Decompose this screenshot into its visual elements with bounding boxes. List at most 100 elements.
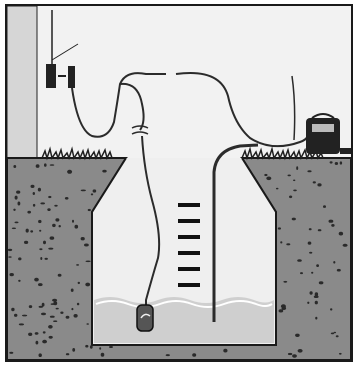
soil-speckle [85, 282, 91, 287]
soil-speckle [49, 236, 55, 240]
soil-speckle [48, 325, 53, 329]
soil-speckle [30, 230, 34, 233]
soil-speckle [18, 257, 22, 261]
soil-speckle [307, 301, 310, 304]
soil-speckle [35, 340, 39, 345]
soil-speckle [72, 348, 76, 352]
soil-speckle [74, 224, 79, 229]
soil-speckle [84, 243, 89, 247]
soil-speckle [41, 312, 46, 316]
soil-speckle [312, 181, 316, 184]
soil-speckle [39, 248, 43, 251]
soil-speckle [87, 208, 91, 212]
soil-speckle [316, 264, 319, 267]
soil-speckle [314, 292, 319, 297]
depth-scale-mark [178, 235, 200, 239]
sensor-cable-into-well [141, 135, 161, 306]
soil-speckle [13, 165, 17, 168]
soil-speckle [48, 247, 54, 250]
soil-speckle [80, 237, 85, 241]
soil-speckle [315, 316, 318, 320]
soil-speckle [70, 288, 74, 292]
soil-speckle [99, 347, 102, 350]
groundwater [94, 297, 274, 343]
soil-speckles [7, 161, 348, 358]
soil-speckle [286, 243, 291, 246]
vent-tube [212, 143, 259, 322]
soil-speckle [44, 257, 48, 260]
soil-speckle [295, 333, 300, 337]
soil-speckle [49, 164, 55, 166]
soil-speckle [28, 332, 33, 336]
depth-scale-mark [178, 267, 200, 271]
soil-speckle [11, 227, 16, 230]
soil-speckle [80, 189, 86, 192]
soil-speckle [38, 283, 43, 287]
soil-speckle [192, 353, 197, 357]
soil-speckle [48, 195, 52, 199]
soil-speckle [52, 223, 56, 228]
soil-speckle [338, 231, 344, 236]
soil-speckle [27, 210, 32, 214]
soil-speckle [28, 305, 33, 309]
soil-speckle [330, 332, 335, 335]
soil-speckle [16, 190, 21, 194]
sky-area [7, 6, 351, 158]
soil-speckle [53, 320, 58, 323]
soil-speckle [293, 179, 296, 182]
soil-speckle [73, 314, 78, 318]
soil-speckle [329, 161, 333, 164]
soil-speckle [38, 219, 42, 224]
soil-speckle [307, 241, 312, 245]
soil-speckle [76, 264, 80, 266]
diagram-frame [5, 4, 353, 362]
soil-speckle [14, 221, 19, 224]
soil-speckle [309, 291, 313, 295]
depth-scale-mark [178, 219, 200, 223]
soil-speckle [67, 169, 73, 174]
soil-speckle [330, 308, 333, 311]
soil-speckle [47, 208, 51, 212]
soil-speckle [9, 351, 14, 354]
soil-speckle [40, 257, 43, 260]
soil-speckle [165, 354, 170, 357]
soil-speckle [65, 353, 70, 356]
soil-speckle [328, 219, 334, 223]
soil-speckle [266, 176, 272, 181]
soil-speckle [287, 174, 291, 177]
soil-speckle [335, 335, 339, 338]
soil-speckle [277, 227, 281, 230]
soil-speckle [72, 219, 74, 223]
soil-speckle [17, 201, 21, 206]
water-surface-line [95, 300, 273, 308]
soil-speckle [38, 353, 42, 358]
soil-speckle [32, 203, 36, 207]
building-wall [6, 5, 38, 159]
soil-speckle [77, 281, 81, 285]
soil-speckle [14, 195, 18, 200]
soil-speckle [90, 193, 94, 196]
soil-speckle [336, 268, 341, 272]
soil-speckle [342, 243, 348, 247]
soil-speckle [291, 217, 296, 221]
soil-speckle [280, 241, 283, 244]
soil-speckle [54, 204, 58, 207]
soil-speckle [37, 187, 42, 192]
soil-speckle [39, 229, 42, 232]
soil-speckle [58, 225, 61, 228]
soil-speckle [297, 349, 303, 353]
soil-speckle [308, 228, 312, 231]
soil-speckle [317, 229, 322, 232]
soil-speckle [35, 332, 38, 335]
soil-speckle [314, 300, 318, 305]
soil-speckle [317, 183, 322, 187]
soil-speckle [48, 335, 53, 339]
soil-speckle [338, 352, 342, 355]
soil-speckle [100, 352, 105, 357]
soil-speckle [280, 304, 286, 309]
sensor-cable-down [119, 82, 145, 131]
sensor-cable [71, 72, 166, 138]
depth-scale-mark [178, 283, 200, 287]
soil-speckle [278, 309, 284, 313]
cable-break-mark [131, 125, 149, 135]
